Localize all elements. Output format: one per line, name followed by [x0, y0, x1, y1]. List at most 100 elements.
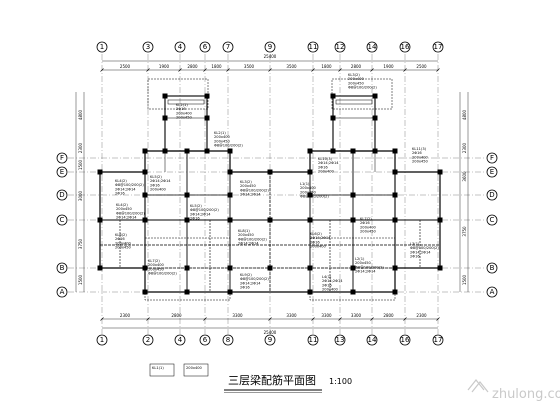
axis-top-11: 11	[307, 41, 319, 53]
beam-spec-5-0: 200x400	[148, 263, 165, 267]
axis-left-D: D	[56, 189, 68, 201]
beam-spec-15-2: Φ8@100/200(2)	[348, 86, 377, 90]
beam-spec-16-2: 2Φ14;2Φ14	[116, 216, 137, 220]
beam-spec-5-2: Φ8@100/200(2)	[148, 272, 177, 276]
beam-spec-0-0: 200x400	[214, 135, 231, 139]
bottom-dim-6: 2800	[383, 313, 394, 318]
column-4	[227, 148, 233, 154]
beam-spec-11-0: 200x450	[355, 261, 372, 265]
beam-spec-0-1: 200x450	[214, 139, 231, 143]
axis-top-3: 3	[142, 41, 154, 53]
beam-spec-19-1: 200x400	[360, 225, 377, 229]
beam-spec-14-0: 2Φ16	[176, 107, 186, 111]
column-34	[184, 265, 190, 271]
left-dim-4: 3750	[78, 238, 83, 249]
axis-right-E-label: E	[490, 168, 494, 176]
right-dim-1: 2300	[462, 142, 467, 153]
axis-bottom-8-label: 8	[226, 336, 230, 344]
column-13	[267, 169, 273, 175]
beam-spec-4-1: 200x400	[115, 241, 132, 245]
axis-bottom-6-label: 6	[203, 336, 208, 344]
axis-right-D-label: D	[489, 191, 494, 199]
column-0	[142, 148, 148, 154]
axis-top-9-label: 9	[268, 43, 272, 51]
beam-spec-16-0: 200x450	[116, 207, 133, 211]
left-dim-3: 3000	[78, 190, 83, 201]
column-36	[267, 265, 273, 271]
column-24	[142, 217, 148, 223]
beam-spec-17-0: Φ8@100/200(2)	[190, 208, 219, 212]
beam-label-6: KL8(1)	[238, 229, 250, 233]
column-46	[392, 289, 398, 295]
left-dim-0: 4800	[78, 109, 83, 120]
top-dim-4: 3500	[244, 64, 255, 69]
top-dim-5: 3500	[286, 64, 297, 69]
beam-label-8: KL10(3)	[318, 157, 333, 161]
column-37	[307, 265, 313, 271]
bottom-dim-0: 2300	[120, 313, 131, 318]
beam-spec-3-2: 200x400	[150, 188, 167, 192]
axis-right-F: F	[486, 152, 498, 164]
beam-spec-6-2: 2Φ14;2Φ14	[238, 242, 259, 246]
axis-left-F: F	[56, 152, 68, 164]
beam-spec-2-2: 2Φ16	[115, 192, 125, 196]
beam-label-18: KL6(2)	[310, 232, 322, 236]
axis-left-C-label: C	[60, 216, 65, 224]
axis-bottom-11-label: 11	[309, 336, 318, 344]
column-17	[142, 192, 148, 198]
beam-label-17: KL5(2)	[190, 204, 202, 208]
axis-top-12-label: 12	[336, 43, 345, 51]
beam-spec-19-2: 200x450	[360, 230, 377, 234]
top-dim-3: 1800	[211, 64, 222, 69]
column-6	[330, 148, 336, 154]
axis-top-1: 1	[96, 41, 108, 53]
axis-right-A-label: A	[490, 288, 495, 296]
column-42	[184, 289, 190, 295]
beam-label-3: KL5(2)	[150, 175, 162, 179]
beam-spec-7-1: 2Φ14;2Φ14	[240, 281, 261, 285]
beam-label-2: KL4(2)	[115, 179, 127, 183]
column-51	[162, 115, 168, 121]
column-52	[204, 115, 210, 121]
left-dim-1: 2300	[78, 142, 83, 153]
beam-spec-13-0: 2Φ14;2Φ14	[322, 279, 343, 283]
beam-spec-11-2: 2Φ14;2Φ14	[355, 270, 376, 274]
left-dim-5: 1500	[78, 274, 83, 285]
column-47	[162, 93, 168, 99]
beam-spec-8-1: 2Φ16	[318, 165, 328, 169]
column-49	[330, 93, 336, 99]
axis-bottom-14: 14	[366, 334, 378, 346]
beam-label-13: L4(1)	[322, 275, 332, 279]
beam-spec-12-1: 2Φ14;2Φ14	[410, 250, 431, 254]
beam-spec-1-1: Φ8@100/200(2)	[240, 188, 269, 192]
axis-right-C-label: C	[490, 216, 495, 224]
column-50	[372, 93, 378, 99]
axis-right-A: A	[486, 286, 498, 298]
beam-label-1: KL3(2)	[240, 180, 252, 184]
beam-spec-14-2: 200x450	[176, 116, 193, 120]
axis-left-E-label: E	[60, 168, 64, 176]
axis-bottom-16: 16	[399, 334, 411, 346]
beam-spec-2-0: Φ8@100/200(2)	[115, 183, 144, 187]
column-3	[204, 148, 210, 154]
column-9	[392, 148, 398, 154]
right-dim-2: 3600	[462, 171, 467, 182]
axis-top-16: 16	[399, 41, 411, 53]
beam-label-14: KL2(1)	[176, 103, 188, 107]
beam-spec-9-1: 200x400	[412, 155, 429, 159]
axis-top-6: 6	[199, 41, 211, 53]
axis-bottom-14-label: 14	[368, 336, 377, 344]
axis-bottom-11: 11	[307, 334, 319, 346]
axis-top-16-label: 16	[401, 43, 410, 51]
beam-spec-19-0: 2Φ16	[360, 221, 370, 225]
beam-label-11: L2(1)	[355, 257, 365, 261]
axis-right-B-label: B	[490, 264, 495, 272]
column-38	[350, 265, 356, 271]
column-20	[307, 192, 313, 198]
column-27	[267, 217, 273, 223]
column-41	[142, 289, 148, 295]
beam-spec-0-2: Φ8@100/200(2)	[214, 144, 243, 148]
beam-spec-10-1: 200x450	[300, 190, 317, 194]
